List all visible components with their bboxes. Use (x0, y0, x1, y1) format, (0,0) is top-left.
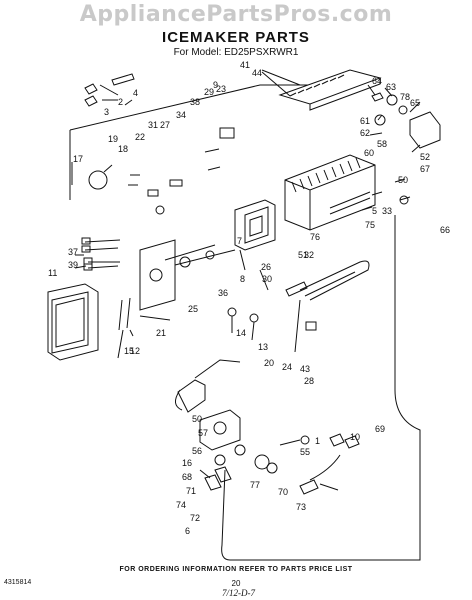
callout-73: 73 (296, 502, 306, 512)
callout-74: 74 (176, 500, 186, 510)
callout-66: 66 (440, 225, 450, 235)
callout-68: 68 (182, 472, 192, 482)
page-number: 20 (231, 579, 241, 588)
callout-58: 58 (377, 139, 387, 149)
callout-57: 57 (198, 428, 208, 438)
callout-15: 15 (124, 346, 134, 356)
callout-7: 7 (237, 236, 242, 246)
callout-36: 36 (218, 288, 228, 298)
callout-29: 29 (204, 87, 214, 97)
callout-21: 21 (156, 328, 166, 338)
callout-67: 67 (420, 164, 430, 174)
callout-28: 28 (304, 376, 314, 386)
callout-43: 43 (300, 364, 310, 374)
callout-26: 26 (261, 262, 271, 272)
callout-10: 10 (350, 432, 360, 442)
date-code: 7/12-D-7 (222, 588, 255, 598)
callout-31: 31 (148, 120, 158, 130)
callout-60: 60 (364, 148, 374, 158)
callout-6: 6 (185, 526, 190, 536)
callout-44: 44 (252, 68, 262, 78)
callout-77: 77 (250, 480, 260, 490)
callout-2: 2 (118, 97, 123, 107)
callout-56: 56 (192, 446, 202, 456)
callout-72: 72 (190, 513, 200, 523)
callout-24: 24 (282, 362, 292, 372)
callout-64: 64 (372, 76, 382, 86)
callout-71: 71 (186, 486, 196, 496)
callout-50: 50 (398, 175, 408, 185)
callout-25: 25 (188, 304, 198, 314)
model-line: For Model: ED25PSXRWR1 (173, 47, 299, 58)
callout-30: 30 (262, 274, 272, 284)
callout-61: 61 (360, 116, 370, 126)
callout-20: 20 (264, 358, 274, 368)
callout-78: 78 (400, 92, 410, 102)
document-number: 4315814 (4, 579, 32, 586)
page-title: ICEMAKER PARTS (162, 29, 310, 46)
callout-8: 8 (240, 274, 245, 284)
ordering-note: FOR ORDERING INFORMATION REFER TO PARTS … (119, 566, 353, 573)
callout-22: 22 (135, 132, 145, 142)
callout-3: 3 (104, 107, 109, 117)
callout-69: 69 (375, 424, 385, 434)
callout-39: 39 (68, 260, 78, 270)
callout-9: 9 (213, 80, 218, 90)
callout-34: 34 (176, 110, 186, 120)
callout-17: 17 (73, 154, 83, 164)
callout-27: 27 (160, 120, 170, 130)
callout-63: 63 (386, 82, 396, 92)
callout-50: 50 (192, 414, 202, 424)
callout-23: 23 (216, 84, 226, 94)
callout-41: 41 (240, 60, 250, 70)
callout-51: 51 (298, 250, 308, 260)
callout-38: 38 (190, 97, 200, 107)
callout-18: 18 (118, 144, 128, 154)
callout-4: 4 (133, 88, 138, 98)
callout-12: 12 (130, 346, 140, 356)
callout-1: 1 (315, 436, 320, 446)
callout-33: 33 (382, 206, 392, 216)
callout-11: 11 (48, 268, 57, 278)
callout-5: 5 (372, 206, 377, 216)
callout-70: 70 (278, 487, 288, 497)
callout-76: 76 (310, 232, 320, 242)
callout-37: 37 (68, 247, 78, 257)
callout-13: 13 (258, 342, 268, 352)
callout-32: 32 (304, 250, 314, 260)
callout-19: 19 (108, 134, 118, 144)
callout-14: 14 (236, 328, 246, 338)
callout-65: 65 (410, 98, 420, 108)
callout-62: 62 (360, 128, 370, 138)
watermark: AppliancePartsPros.com (79, 2, 393, 27)
callout-16: 16 (182, 458, 192, 468)
callout-75: 75 (365, 220, 375, 230)
callout-52: 52 (420, 152, 430, 162)
callout-55: 55 (300, 447, 310, 457)
